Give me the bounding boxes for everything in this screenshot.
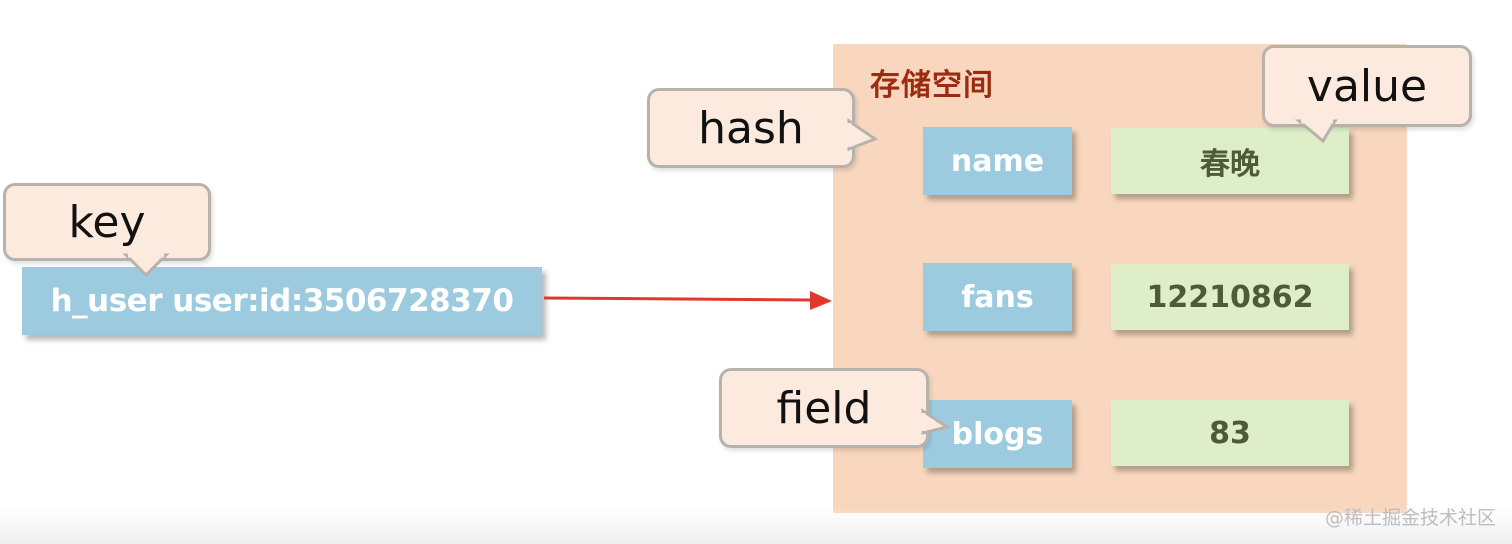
value-callout-tail (1294, 118, 1338, 144)
value-box-name: 春晚 (1111, 128, 1349, 194)
field-box-name: name (923, 127, 1072, 195)
field-callout: field (719, 368, 951, 448)
value-callout: value (1262, 45, 1472, 144)
storage-space-title: 存储空间 (870, 68, 994, 103)
value-box-fans: 12210862 (1111, 264, 1349, 330)
key-box: h_user user:id:3506728370 (22, 267, 542, 335)
watermark-text: @稀土掘金技术社区 (1324, 507, 1496, 529)
field-box-fans: fans (923, 263, 1072, 331)
field-callout-label: field (776, 382, 872, 434)
hash-callout-label: hash (698, 102, 804, 154)
field-box-blogs: blogs (923, 400, 1072, 468)
hash-callout: hash (647, 88, 879, 168)
value-box-blogs: 83 (1111, 400, 1349, 466)
key-callout: key (3, 183, 211, 278)
key-callout-label: key (68, 196, 146, 248)
field-callout-tail (920, 408, 951, 435)
key-callout-tail (122, 252, 170, 278)
hash-callout-tail (846, 118, 879, 152)
value-callout-label: value (1306, 60, 1428, 112)
bottom-fade (0, 508, 1512, 544)
